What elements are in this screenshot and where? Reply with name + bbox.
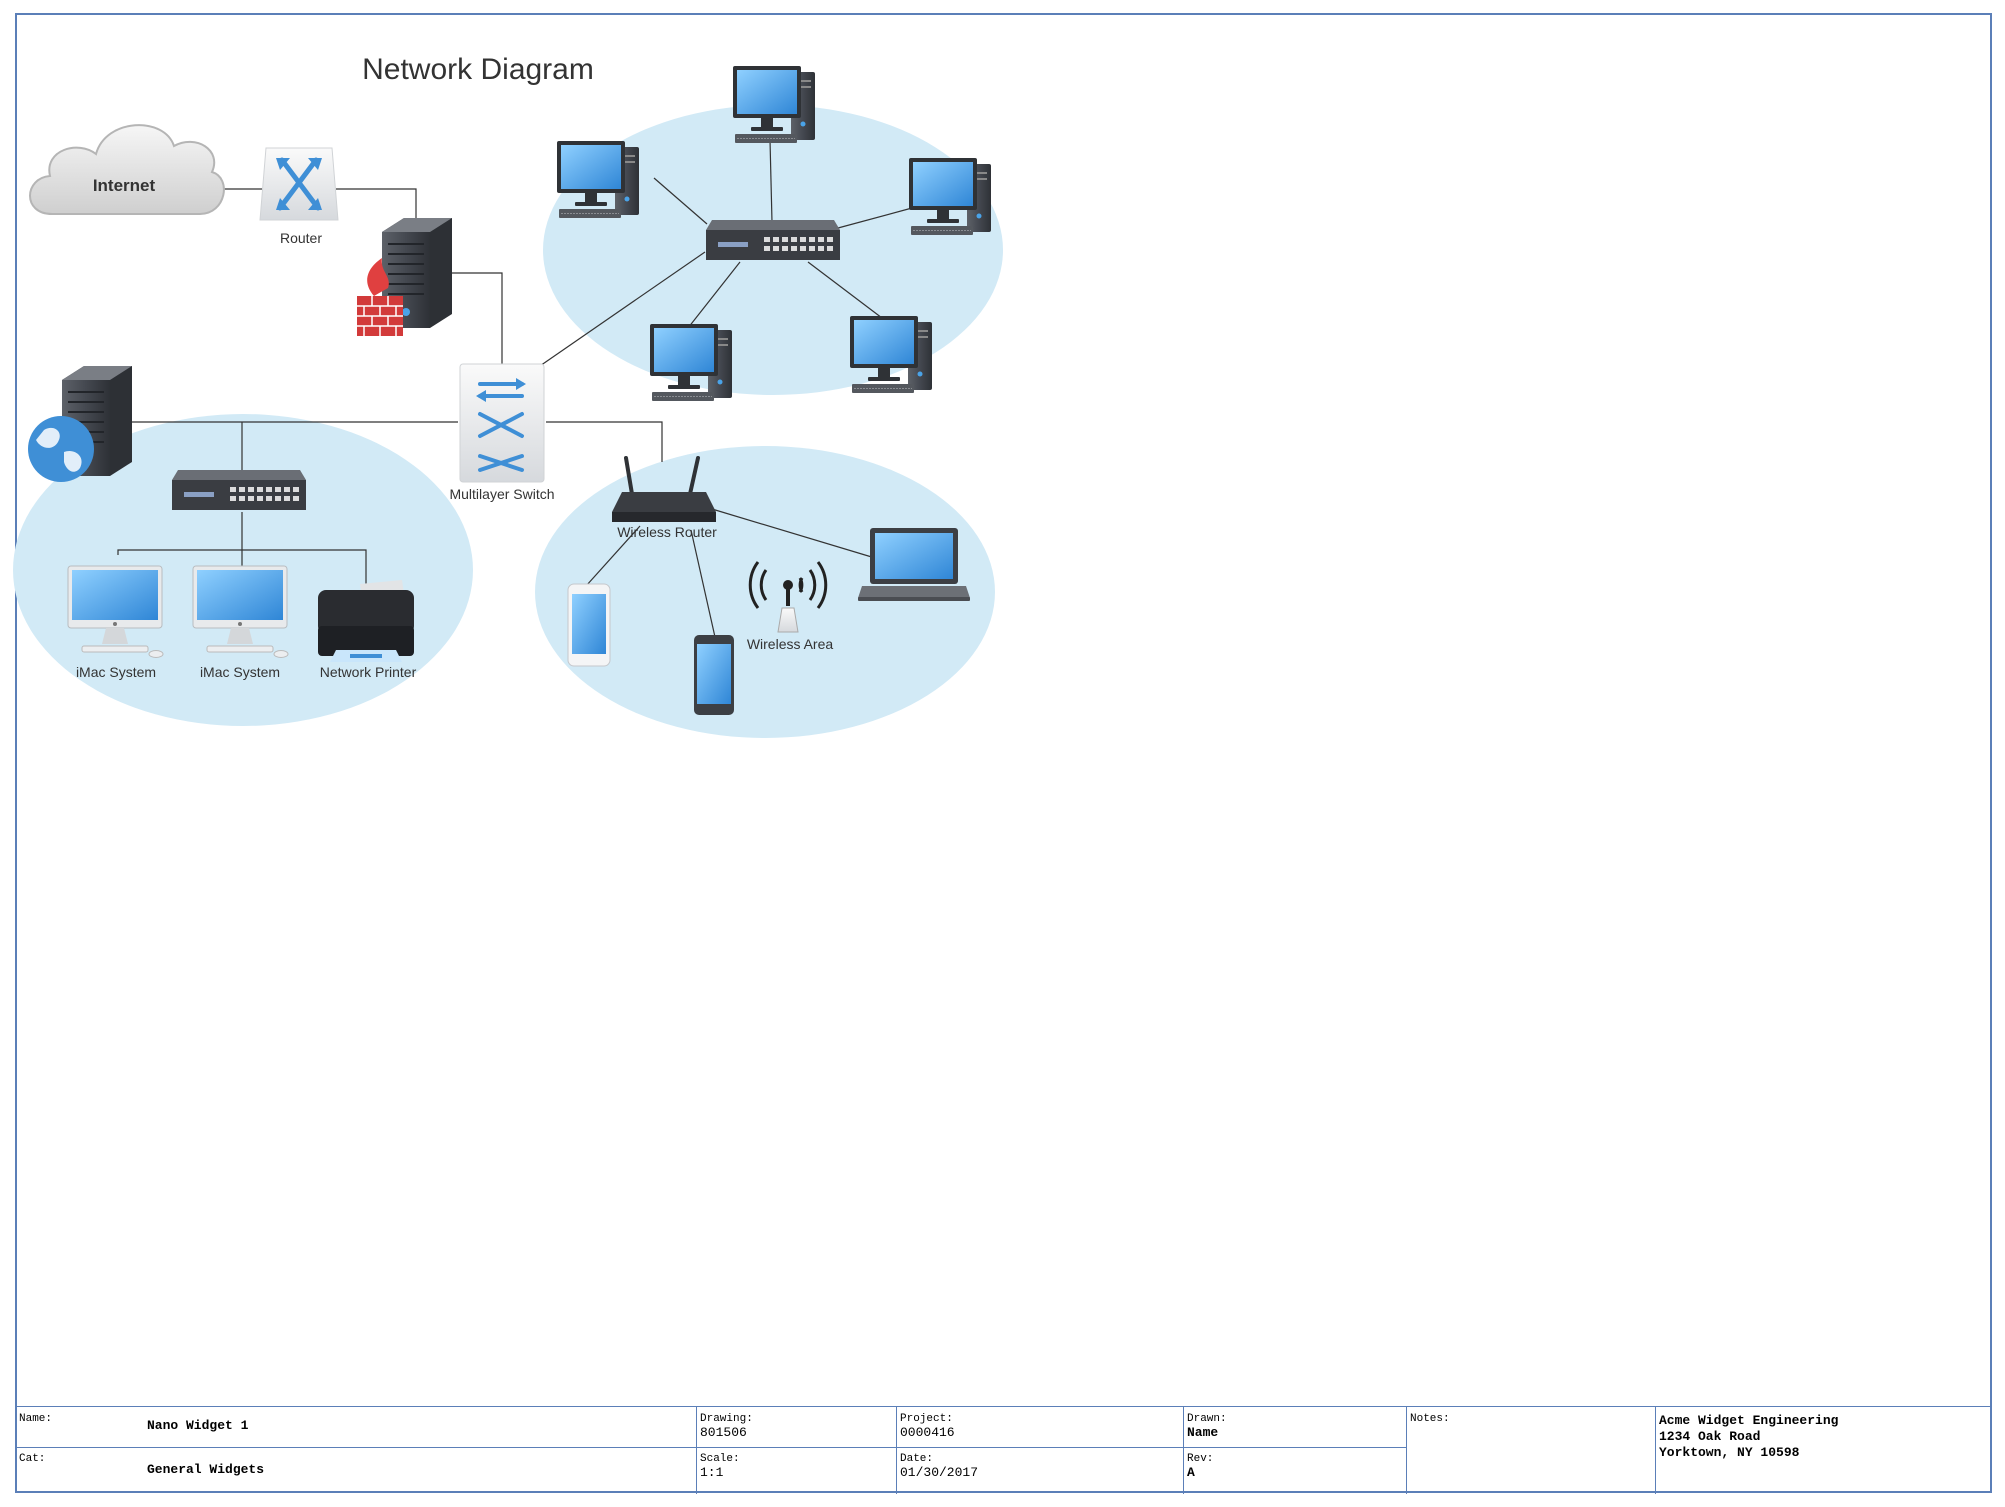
rev-key: Rev: bbox=[1187, 1453, 1214, 1465]
multilayer-switch-label: Multilayer Switch bbox=[449, 486, 554, 502]
rev-value: A bbox=[1187, 1465, 1195, 1480]
wireless-router-icon bbox=[612, 456, 716, 522]
title-block-divider bbox=[896, 1407, 897, 1494]
name-key: Name: bbox=[19, 1413, 53, 1425]
cat-key: Cat: bbox=[19, 1453, 46, 1465]
date-key: Date: bbox=[900, 1453, 934, 1465]
cat-value: General Widgets bbox=[147, 1462, 265, 1477]
drawing-value: 801506 bbox=[700, 1425, 747, 1440]
title-block-divider bbox=[1406, 1407, 1407, 1494]
company-address-line: 1234 Oak Road bbox=[1659, 1429, 1761, 1444]
notes-key: Notes: bbox=[1410, 1413, 1450, 1425]
company-city-line: Yorktown, NY 10598 bbox=[1659, 1445, 1800, 1460]
network-printer-label: Network Printer bbox=[320, 664, 417, 680]
lan-switch-left-icon bbox=[172, 470, 306, 510]
wireless-area-label: Wireless Area bbox=[747, 636, 834, 652]
globe-icon bbox=[28, 416, 94, 482]
firewall-icon bbox=[357, 258, 403, 336]
imac-label: iMac System bbox=[200, 664, 280, 680]
project-cell: Project: 0000416 bbox=[896, 1407, 1183, 1447]
desktop-computer-icon bbox=[649, 323, 733, 402]
drawing-sheet bbox=[15, 13, 1992, 1493]
company-name: Acme Widget Engineering bbox=[1659, 1413, 1839, 1428]
title-block-divider bbox=[696, 1407, 697, 1494]
drawing-cell: Drawing: 801506 bbox=[696, 1407, 896, 1447]
wireless-router-label: Wireless Router bbox=[617, 524, 717, 540]
drawing-key: Drawing: bbox=[700, 1413, 753, 1425]
title-block-divider bbox=[15, 1447, 1406, 1448]
title-block-divider bbox=[1655, 1407, 1656, 1494]
project-value: 0000416 bbox=[900, 1425, 955, 1440]
drawn-cell: Drawn: Name bbox=[1183, 1407, 1406, 1447]
connection-lines bbox=[117, 139, 913, 638]
internet-label: Internet bbox=[93, 176, 156, 195]
wireless-antenna-icon bbox=[748, 561, 828, 633]
smartphone-black-icon bbox=[694, 635, 734, 715]
drawn-value: Name bbox=[1187, 1425, 1219, 1440]
network-printer-icon bbox=[318, 580, 414, 662]
company-cell: Acme Widget Engineering 1234 Oak Road Yo… bbox=[1655, 1407, 1992, 1494]
title-block-divider bbox=[1183, 1407, 1184, 1494]
date-value: 01/30/2017 bbox=[900, 1465, 979, 1480]
rev-cell: Rev: A bbox=[1183, 1447, 1406, 1494]
internet-cloud-icon bbox=[29, 124, 225, 215]
smartphone-white-icon bbox=[567, 583, 611, 667]
date-cell: Date: 01/30/2017 bbox=[896, 1447, 1183, 1494]
name-cell: Name: Nano Widget 1 bbox=[15, 1407, 696, 1447]
name-value: Nano Widget 1 bbox=[147, 1418, 249, 1433]
notes-cell: Notes: bbox=[1406, 1407, 1655, 1494]
router-icon bbox=[259, 147, 339, 221]
multilayer-switch-icon bbox=[459, 363, 545, 483]
cat-cell: Cat: General Widgets bbox=[15, 1447, 696, 1494]
scale-value: 1:1 bbox=[700, 1465, 724, 1480]
scale-key: Scale: bbox=[700, 1453, 740, 1465]
network-diagram-canvas: Network Diagram Internet Router bbox=[13, 53, 1003, 738]
imac-label: iMac System bbox=[76, 664, 156, 680]
project-key: Project: bbox=[900, 1413, 953, 1425]
lan-switch-top-icon bbox=[706, 220, 840, 260]
diagram-title: Network Diagram bbox=[362, 53, 594, 86]
scale-cell: Scale: 1:1 bbox=[696, 1447, 896, 1494]
title-block: Name: Nano Widget 1 Cat: General Widgets… bbox=[15, 1406, 1992, 1494]
laptop-icon bbox=[858, 528, 970, 601]
router-label: Router bbox=[280, 230, 322, 246]
drawn-key: Drawn: bbox=[1187, 1413, 1227, 1425]
